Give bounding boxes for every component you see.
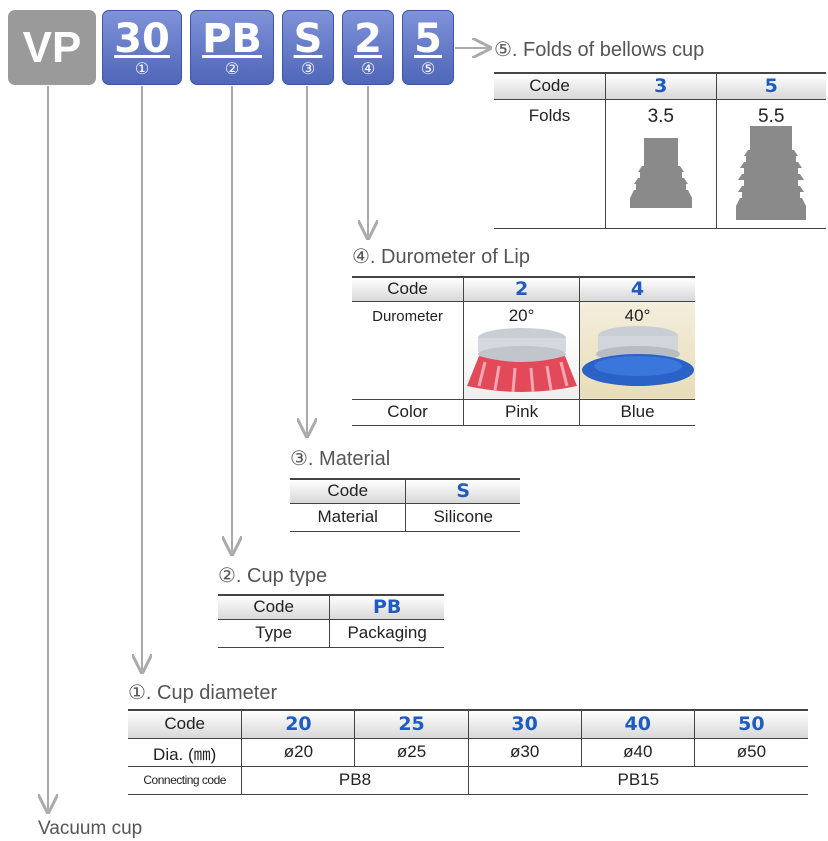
code-part-folds: 5 ⑤ [402,10,454,85]
durometer-row-label: Durometer [372,307,443,325]
folds-code-3: 3 [605,72,717,100]
code-part-cup-type: PB ② [190,10,274,85]
diameter-code-20: 20 [241,709,355,739]
durometer-code-4: 4 [579,276,695,302]
folds-header-code: Code [494,72,606,100]
cup-type-table: Code PB Type Packaging [218,594,444,648]
folds-value-3: 3.5 [647,105,674,127]
material-row-label: Material [290,503,406,532]
cup-type-title: ②. Cup type [218,565,328,587]
vacuum-cup-label: Vacuum cup [38,818,143,839]
durometer-cell-4: 40° [579,301,695,399]
diameter-table: Code 20 25 30 40 50 Dia. (㎜) ø20 ø25 ø30… [128,709,808,795]
folds-table: Code 3 5 Folds 3.5 5.5 [494,72,826,229]
diameter-dia-50: ø50 [693,738,808,767]
durometer-code-2: 2 [463,276,580,302]
cup-type-header-code: Code [218,594,330,620]
diameter-code-25: 25 [354,709,469,739]
pink-lip-cup-image [466,327,577,392]
code-part-value: PB [202,16,262,62]
code-part-durometer: 2 ④ [342,10,394,85]
cup-type-row-label: Type [218,619,330,648]
blue-lip-cup-image [581,325,694,386]
diameter-header-code: Code [128,709,242,739]
durometer-color-4: Blue [579,398,695,426]
bellows-cup-5-icon [736,125,807,220]
code-part-value: 2 [354,16,382,62]
material-table: Code S Material Silicone [290,478,520,532]
material-header-code: Code [290,478,406,504]
folds-cell-3: 3.5 [605,99,717,229]
folds-code-5: 5 [715,72,826,100]
material-value: Silicone [405,503,520,532]
durometer-value-4: 40° [624,305,651,325]
diameter-conn-label: Connecting code [128,766,242,795]
code-part-number: ⑤ [420,61,436,78]
code-part-value: S [293,16,323,62]
diameter-code-50: 50 [693,709,808,739]
code-part-value: 5 [414,16,442,62]
diameter-title: ①. Cup diameter [128,682,278,704]
code-prefix-box: VP [8,10,96,85]
diameter-code-40: 40 [580,709,695,739]
cup-type-value: Packaging [329,619,444,648]
code-part-number: ③ [300,61,316,78]
diameter-dia-25: ø25 [354,738,469,767]
bellows-cup-3-icon [629,137,692,208]
diameter-dia-30: ø30 [467,738,582,767]
durometer-header-code: Code [352,276,464,302]
code-part-value: 30 [114,16,170,62]
durometer-cell-2: 20° [463,301,580,399]
durometer-value-2: 20° [508,305,535,325]
durometer-color-2: Pink [463,398,580,426]
diameter-code-30: 30 [467,709,582,739]
diameter-conn-pb15: PB15 [467,766,808,795]
cup-type-code-pb: PB [329,594,444,620]
diameter-dia-40: ø40 [580,738,695,767]
diameter-conn-pb8: PB8 [241,766,469,795]
material-title: ③. Material [290,448,391,470]
diameter-dia-label: Dia. (㎜) [128,738,242,767]
code-part-material: S ③ [282,10,334,85]
folds-row-label: Folds [494,99,606,229]
code-part-diameter: 30 ① [102,10,182,85]
code-part-number: ④ [360,61,376,78]
folds-title: ⑤. Folds of bellows cup [494,39,705,61]
folds-cell-5: 5.5 [715,99,826,229]
material-code-s: S [405,478,520,504]
folds-value-5: 5.5 [758,105,785,127]
code-part-number: ① [134,61,150,78]
durometer-title: ④. Durometer of Lip [352,246,530,268]
durometer-color-label: Color [352,398,464,426]
durometer-table: Code 2 4 Durometer 20° 40° [352,276,695,426]
code-prefix: VP [22,23,82,72]
diameter-dia-20: ø20 [241,738,355,767]
code-part-number: ② [224,61,240,78]
